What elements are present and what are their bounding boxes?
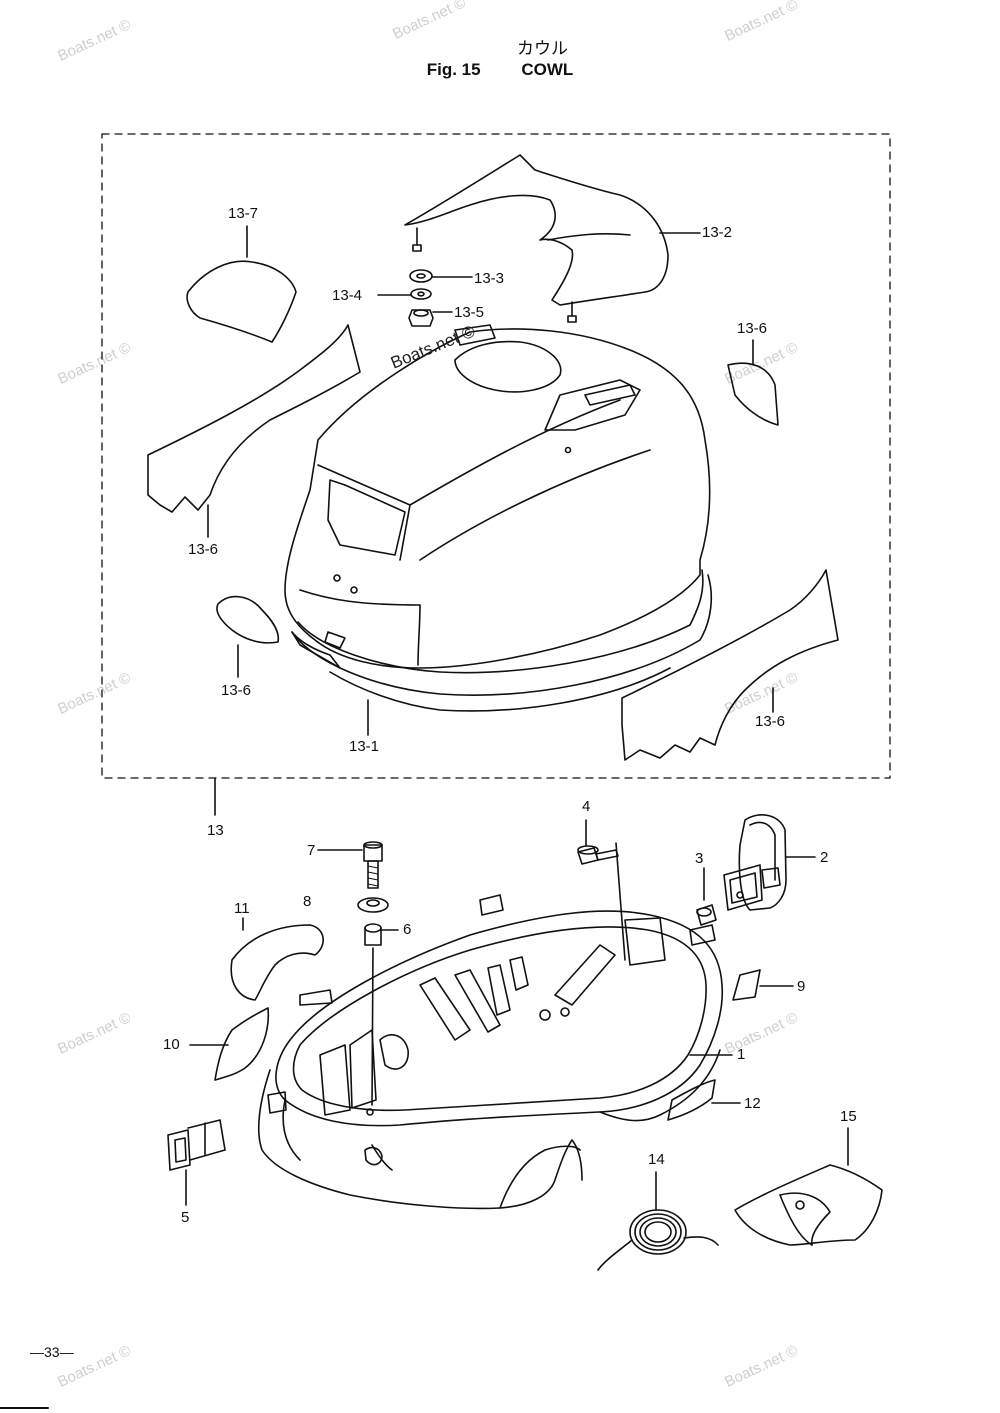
part-13-6-bottom-right-decal	[621, 569, 839, 761]
callout-13-5: 13-5	[454, 304, 485, 321]
callout-12: 12	[744, 1095, 761, 1112]
part-13-6-small-decal	[216, 595, 280, 644]
assembly-13-boundary	[101, 133, 891, 779]
callout-3: 3	[695, 850, 704, 867]
figure-title-japanese: カウル	[517, 39, 568, 58]
callout-6: 6	[403, 921, 412, 938]
callout-10: 10	[163, 1036, 180, 1053]
callout-13-3: 13-3	[474, 270, 505, 287]
figure-title: COWL	[521, 60, 574, 79]
callout-13-7: 13-7	[228, 205, 259, 222]
callout-13-1: 13-1	[349, 738, 380, 755]
part-13-1-top-cowl	[284, 324, 713, 712]
callout-4: 4	[582, 798, 591, 815]
part-4-bolt	[577, 845, 619, 865]
callout-13: 13	[207, 822, 224, 839]
part-13-4-washer	[410, 288, 432, 300]
part-13-5-nut	[408, 309, 434, 327]
callout-8: 8	[303, 893, 312, 910]
part-9-pad	[732, 969, 761, 1001]
callout-2: 2	[820, 849, 829, 866]
callout-13-6-right: 13-6	[737, 320, 768, 337]
part-10-pad	[214, 1007, 270, 1081]
leader-4-target	[615, 842, 626, 961]
part-3-collar	[696, 904, 717, 926]
leader-6-target	[371, 947, 374, 1106]
part-2-latch	[723, 814, 787, 911]
part-13-6-right-decal	[727, 362, 779, 426]
callout-13-4: 13-4	[332, 287, 363, 304]
callout-7: 7	[307, 842, 316, 859]
part-14-spring	[597, 1209, 719, 1271]
callout-13-6-left: 13-6	[188, 541, 219, 558]
part-11-pad	[230, 924, 324, 1001]
part-13-7-emblem	[186, 260, 297, 343]
part-13-2-top-cover	[404, 154, 669, 323]
callout-9: 9	[797, 978, 806, 995]
callout-5: 5	[181, 1209, 190, 1226]
part-8-washer	[357, 897, 389, 913]
part-15-bag	[734, 1164, 883, 1246]
part-6-collar	[364, 923, 382, 946]
callout-13-6-small: 13-6	[221, 682, 252, 699]
callout-13-6-bottom-right: 13-6	[755, 713, 786, 730]
part-13-3-grommet	[409, 269, 433, 283]
part-12-pad	[667, 1079, 716, 1121]
callout-15: 15	[840, 1108, 857, 1125]
figure-title-line: Fig. 15 COWL	[0, 60, 1000, 80]
part-13-6-left-decal	[147, 324, 361, 513]
callout-14: 14	[648, 1151, 665, 1168]
figure-number: Fig. 15	[426, 60, 481, 79]
page-number: —33—	[30, 1344, 74, 1360]
part-5-grommet	[167, 1119, 226, 1171]
callout-13-2: 13-2	[702, 224, 733, 241]
callout-1: 1	[737, 1046, 746, 1063]
callout-11: 11	[234, 900, 250, 917]
part-7-bolt	[363, 841, 383, 889]
part-1-bottom-cowl	[257, 894, 724, 1210]
